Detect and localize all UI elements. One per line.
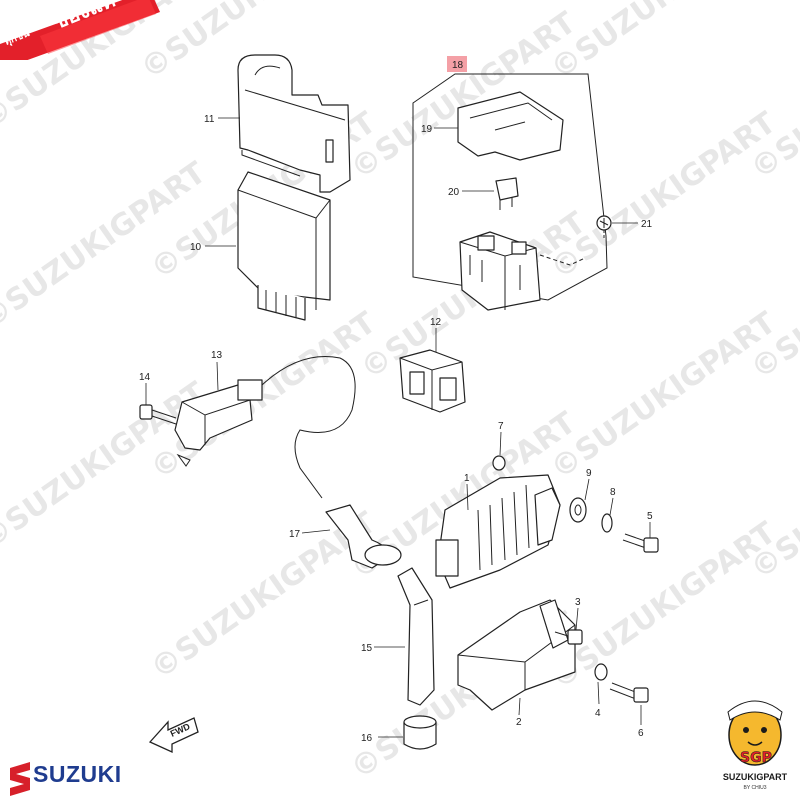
suzuki-logo-icon — [10, 762, 30, 796]
watermark: ©SUZUKIGPART — [745, 205, 800, 386]
mascot-initials: SGP — [740, 750, 772, 766]
mascot-sub: BY CHIU3 — [743, 785, 767, 791]
part-21-bolt — [596, 215, 612, 240]
watermark: ©SUZUKIGPART — [345, 5, 583, 186]
part-8-collar — [601, 513, 613, 533]
watermark: ©SUZUKIGPART — [545, 305, 783, 486]
part-2-bracket — [457, 599, 576, 711]
callout-3: 3 — [575, 597, 581, 608]
part-5-bolt — [622, 533, 659, 553]
mascot-name: SUZUKIGPART — [722, 772, 788, 782]
callout-11: 11 — [204, 114, 215, 125]
callout-19: 19 — [421, 124, 433, 135]
callout-7: 7 — [498, 421, 504, 432]
part-9-grommet — [569, 497, 587, 523]
callout-16: 16 — [361, 733, 373, 744]
callout-21: 21 — [641, 219, 653, 230]
callout-13: 13 — [211, 350, 223, 361]
brand-name: SUZUKI — [33, 761, 122, 787]
starter-relay — [459, 231, 586, 311]
fwd-arrow-icon: FWD — [148, 717, 199, 754]
callout-14: 14 — [139, 372, 151, 383]
highlight-18 — [447, 56, 467, 72]
part-14-bolt — [139, 404, 177, 425]
part-18-assembly-box — [412, 56, 608, 301]
callout-17: 17 — [289, 529, 301, 540]
callout-10: 10 — [190, 242, 202, 253]
callout-2: 2 — [516, 717, 522, 728]
callout-8: 8 — [610, 487, 616, 498]
callout-12: 12 — [430, 317, 442, 328]
part-13-ignition-coil — [174, 356, 356, 499]
part-4-washer — [594, 663, 608, 681]
callout-9: 9 — [586, 468, 592, 479]
leader-lines — [145, 117, 651, 738]
callout-4: 4 — [595, 708, 601, 719]
callout-6: 6 — [638, 728, 644, 739]
part-1-regulator — [435, 474, 561, 589]
callout-18: 18 — [452, 60, 464, 71]
watermark: ©SUZUKIGPART — [745, 5, 800, 186]
part-7-washer — [492, 455, 506, 471]
part-15-hose — [397, 567, 435, 706]
part-20-fuse — [495, 177, 519, 210]
watermark: ©SUZUKIGPART — [545, 105, 783, 286]
genuine-badge — [0, 0, 160, 60]
callout-5: 5 — [647, 511, 653, 522]
part-19-cover — [457, 91, 564, 161]
mascot-icon: SGP — [727, 700, 783, 766]
part-17-plug-cap — [325, 504, 402, 569]
callout-20: 20 — [448, 187, 460, 198]
part-12-relay — [399, 349, 466, 413]
part-6-bolt — [609, 682, 649, 703]
callout-labels: 11 10 18 19 20 21 12 13 14 17 15 16 7 1 … — [139, 60, 653, 744]
callout-1: 1 — [464, 473, 470, 484]
part-10-control-module — [237, 171, 331, 321]
callout-15: 15 — [361, 643, 373, 654]
part-16-cap — [403, 715, 437, 750]
part-3-bolt — [554, 629, 583, 645]
part-11-ignition-unit — [237, 54, 351, 193]
